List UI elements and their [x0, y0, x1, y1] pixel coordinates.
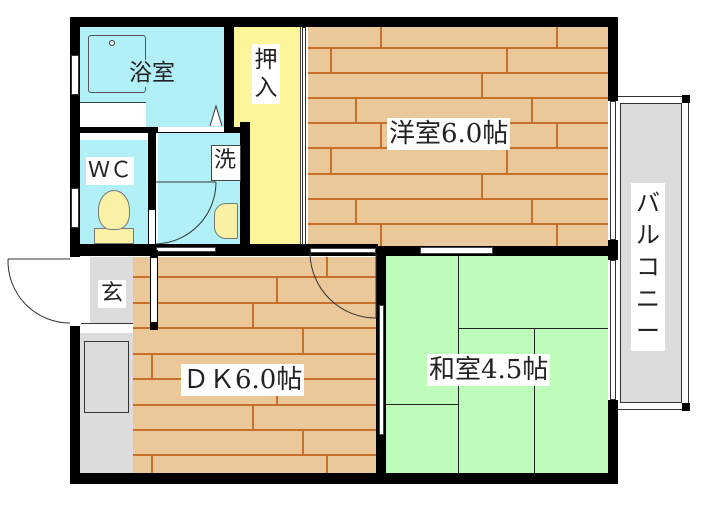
western-door[interactable] [310, 248, 376, 253]
bathtub-drain-icon [109, 40, 115, 46]
sink-icon [84, 341, 129, 413]
wall-western-japanese [376, 246, 618, 256]
room-label-wc: ＷＣ [86, 157, 135, 185]
toilet-tank-icon [94, 228, 134, 244]
balcony-corner [682, 95, 690, 103]
window-western-balcony[interactable] [610, 101, 616, 240]
wall-middle-horizontal [70, 244, 378, 256]
wall-washroom-right [240, 122, 250, 250]
washbasin-icon [214, 203, 238, 239]
wall-counter-left [70, 330, 80, 480]
window-western-closet[interactable] [302, 27, 306, 245]
window-bath[interactable] [71, 55, 79, 95]
room-label-dk: ＤＫ6.0帖 [181, 364, 305, 396]
outer-wall-left [70, 17, 80, 257]
room-label-western: 洋室6.0帖 [387, 118, 511, 150]
balcony-corner [682, 403, 690, 411]
wall-bath-bottom [70, 127, 240, 133]
toilet-bowl-icon [98, 190, 130, 230]
room-label-entrance: 玄 [98, 280, 127, 308]
dk-japanese-sliding-door[interactable] [379, 305, 384, 435]
washroom-door-swing [156, 181, 217, 245]
western-door-swing [309, 253, 377, 319]
japanese-sliding-door[interactable] [420, 247, 493, 254]
room-label-washroom: 洗 [214, 148, 237, 173]
washroom-door[interactable] [156, 247, 216, 252]
outer-wall-right-bot [608, 400, 618, 484]
bath-step [80, 102, 146, 130]
wall-wc-washroom [148, 132, 156, 250]
outer-wall-top [70, 17, 618, 27]
room-label-japanese: 和室4.5帖 [427, 354, 551, 386]
room-label-closet: 押入 [252, 44, 280, 104]
room-label-balcony: バルコニー [631, 183, 665, 351]
balcony-deck [620, 103, 682, 403]
bath-door[interactable] [158, 127, 224, 132]
washer-box [211, 145, 241, 181]
entrance-step [81, 323, 149, 331]
window-japanese-balcony[interactable] [610, 260, 616, 400]
outer-wall-bottom [70, 473, 618, 484]
entrance-wall-face [151, 258, 157, 322]
room-label-bath: 浴室 [126, 60, 178, 87]
wc-door[interactable] [149, 210, 155, 244]
entrance-door-swing[interactable] [0, 255, 80, 330]
window-wc[interactable] [71, 188, 79, 228]
wall-bath-closet [224, 17, 234, 127]
outer-wall-right-top [608, 17, 618, 101]
bath-door-hinge-icon [209, 104, 223, 127]
